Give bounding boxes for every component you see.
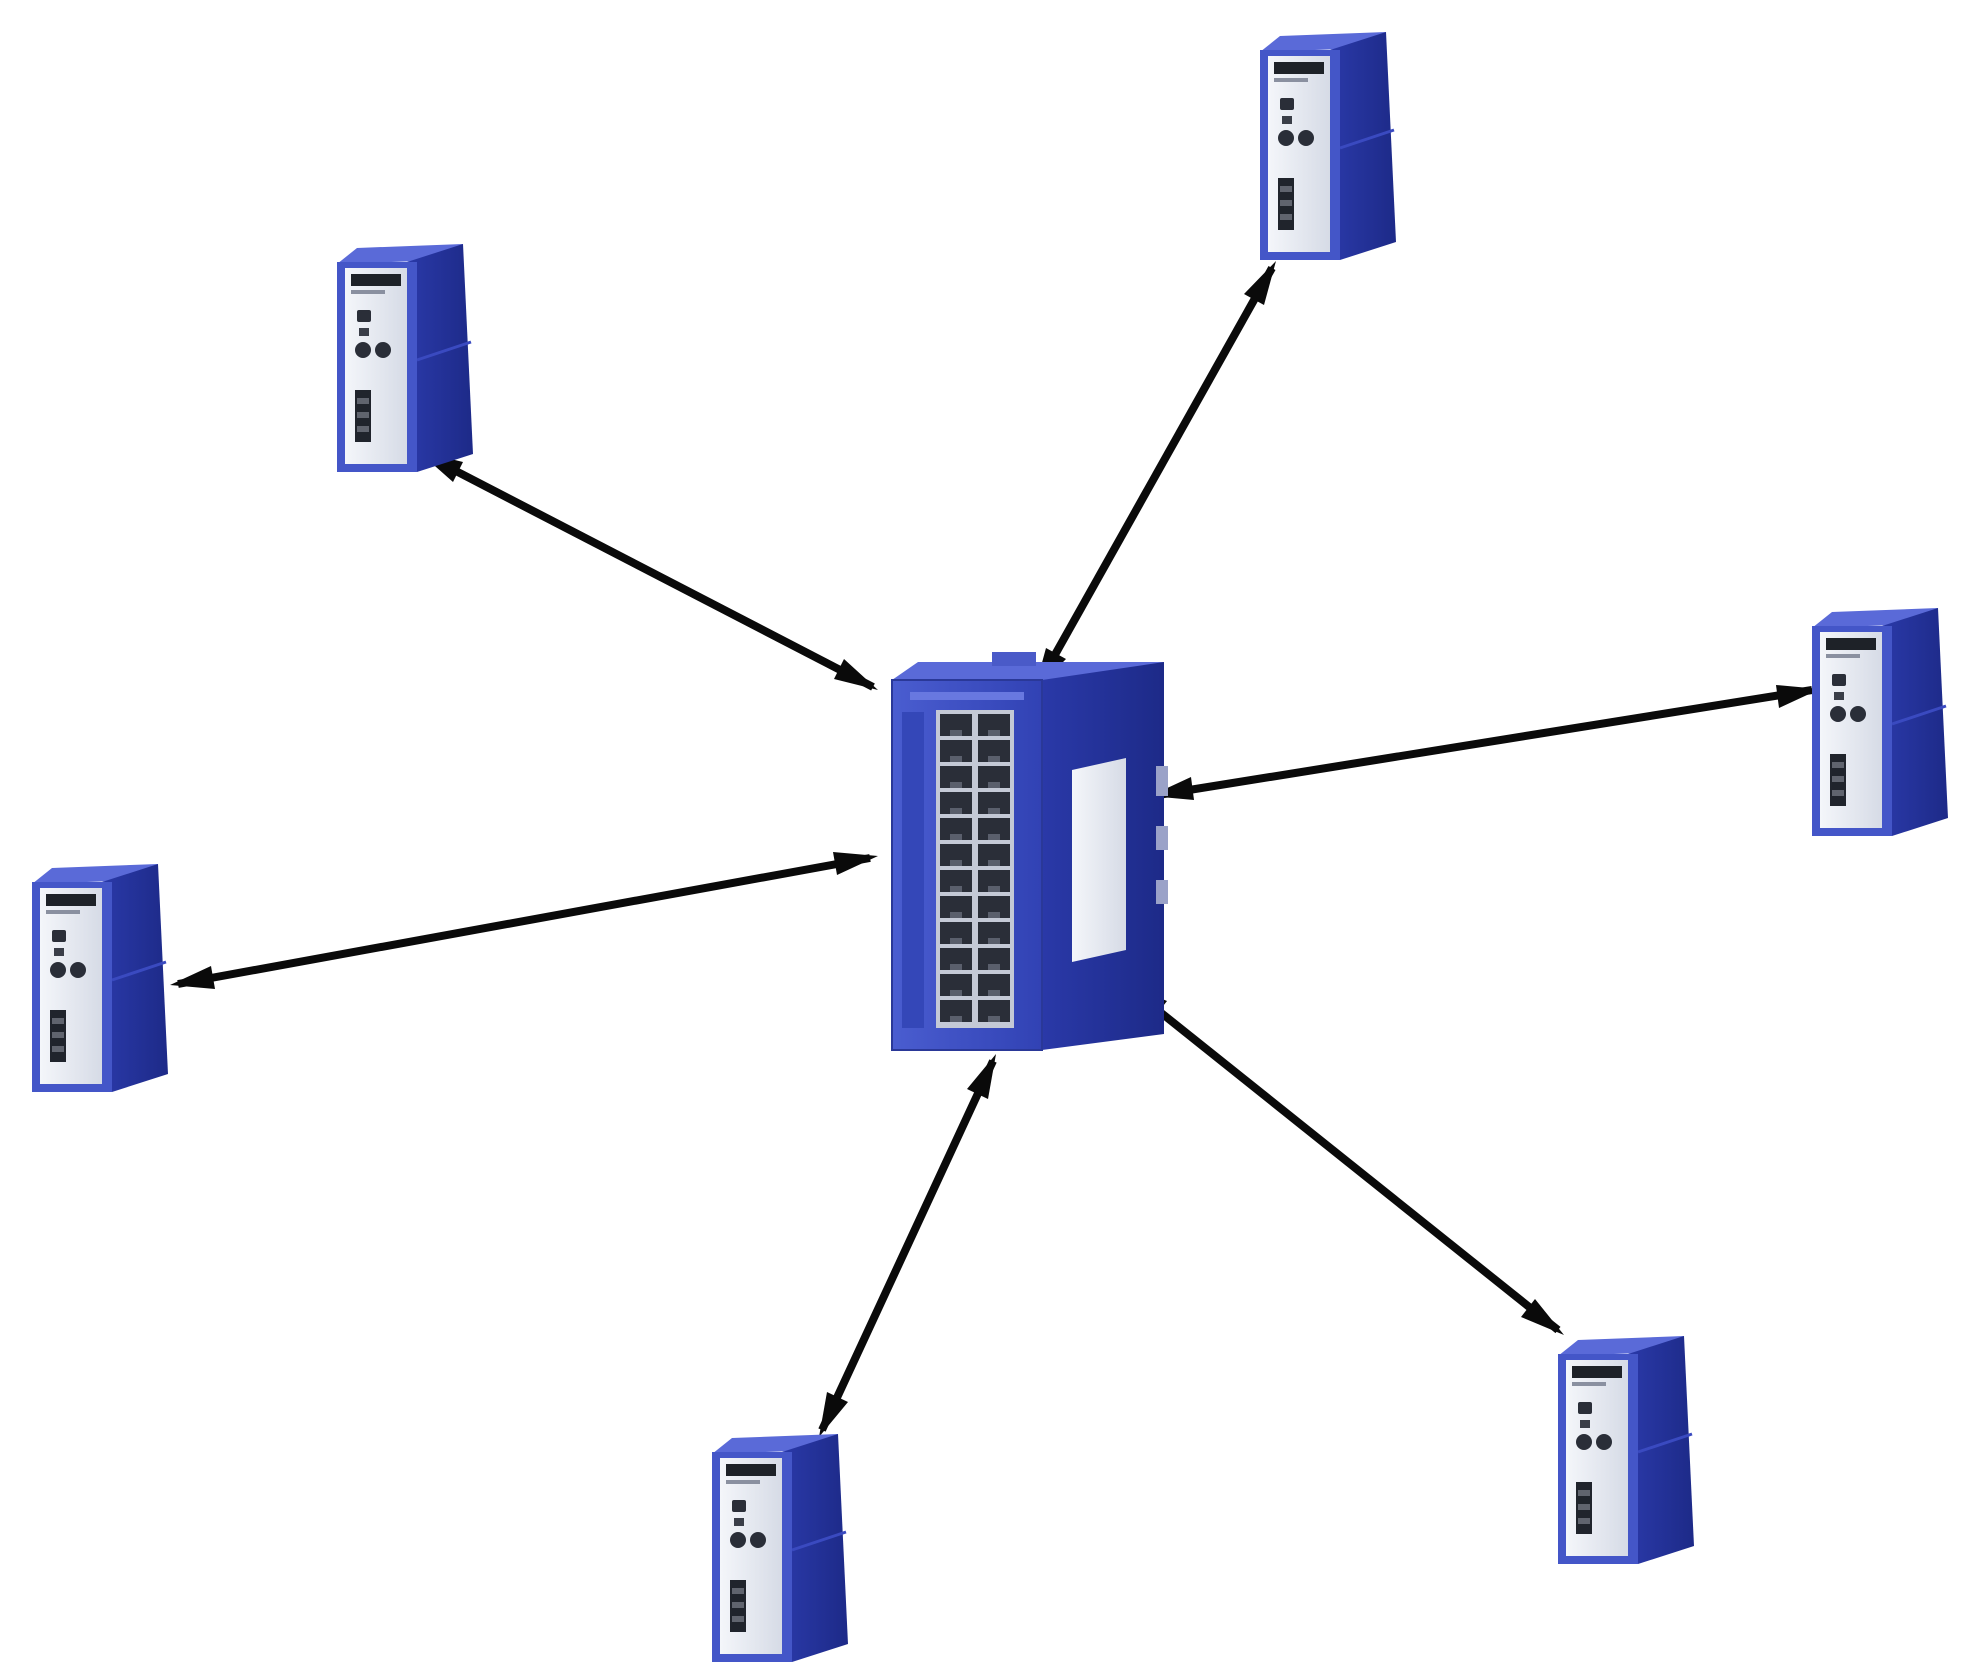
hub-port-latch xyxy=(988,964,1000,970)
node-3 xyxy=(1810,606,1950,838)
arrowhead-node-end xyxy=(1244,261,1276,305)
node-1 xyxy=(335,242,475,474)
hub-port-latch xyxy=(988,808,1000,814)
hub-port xyxy=(978,714,1010,736)
link-hub-node-5 xyxy=(818,1054,997,1437)
link-hub-node-3 xyxy=(1150,685,1820,800)
link-hub-node-2 xyxy=(1034,261,1276,692)
hub-port xyxy=(978,1000,1010,1022)
din-rail-switch-icon xyxy=(710,1432,850,1664)
hub-port-latch xyxy=(988,990,1000,996)
hub-port-latch xyxy=(988,912,1000,918)
link-line xyxy=(423,451,875,691)
hub-port-latch xyxy=(950,886,962,892)
hub-port-latch xyxy=(950,1016,962,1022)
hub-port xyxy=(978,870,1010,892)
din-rail-switch-icon xyxy=(335,242,475,474)
hub-port-latch xyxy=(950,808,962,814)
hub-port-latch xyxy=(988,834,1000,840)
link-hub-node-4 xyxy=(170,852,878,989)
hub-port xyxy=(978,818,1010,840)
hub-port-latch xyxy=(950,964,962,970)
node-6 xyxy=(1556,1334,1696,1566)
hub-port xyxy=(978,896,1010,918)
hub-port xyxy=(940,792,972,814)
node-5 xyxy=(710,1432,850,1664)
hub-port-latch xyxy=(950,834,962,840)
hub-port xyxy=(940,974,972,996)
link-hub-node-6 xyxy=(1124,983,1564,1335)
hub-port xyxy=(940,896,972,918)
hub-front-strip xyxy=(910,692,1024,700)
node-2 xyxy=(1258,30,1398,262)
link-line xyxy=(177,854,871,988)
link-line xyxy=(1127,984,1561,1334)
hub-port-latch xyxy=(950,756,962,762)
hub-port-latch xyxy=(988,756,1000,762)
arrowhead-node-end xyxy=(1776,685,1820,708)
link-line xyxy=(1157,686,1813,799)
hub-side-connector xyxy=(1156,826,1168,850)
hub-side-connector xyxy=(1156,880,1168,904)
hub-port xyxy=(940,948,972,970)
hub-port-latch xyxy=(950,990,962,996)
hub-port xyxy=(940,1000,972,1022)
arrowhead-hub-end xyxy=(834,659,878,690)
hub-port xyxy=(940,818,972,840)
din-rail-switch-icon xyxy=(1258,30,1398,262)
arrowhead-hub-end xyxy=(1521,1299,1564,1335)
hub-port xyxy=(978,844,1010,866)
hub-port xyxy=(940,740,972,762)
din-rail-switch-icon xyxy=(1810,606,1950,838)
hub-switch xyxy=(891,652,1168,1051)
hub-port xyxy=(940,922,972,944)
din-rail-switch-icon xyxy=(30,862,170,1094)
hub-led-column xyxy=(902,712,924,1028)
hub-port-latch xyxy=(950,782,962,788)
hub-ports xyxy=(940,714,1010,1022)
arrowhead-hub-end xyxy=(819,1392,848,1437)
hub-port-latch xyxy=(950,860,962,866)
hub-port-latch xyxy=(950,938,962,944)
arrowhead-node-end xyxy=(170,966,215,989)
hub-port-latch xyxy=(988,1016,1000,1022)
hub-port xyxy=(978,948,1010,970)
hub-port-latch xyxy=(988,730,1000,736)
hub-port xyxy=(940,714,972,736)
hub-port-latch xyxy=(988,938,1000,944)
link-line xyxy=(818,1059,997,1432)
arrowhead-hub-end xyxy=(833,852,878,875)
hub-port xyxy=(978,974,1010,996)
link-line xyxy=(1034,266,1276,687)
arrowhead-node-end xyxy=(967,1054,996,1099)
hub-port-latch xyxy=(988,886,1000,892)
node-4 xyxy=(30,862,170,1094)
din-rail-switch-icon xyxy=(1556,1334,1696,1566)
hub-port xyxy=(940,844,972,866)
hub-port xyxy=(940,870,972,892)
hub-side-label xyxy=(1072,758,1126,962)
hub-port xyxy=(978,766,1010,788)
hub-port xyxy=(940,766,972,788)
link-hub-node-1 xyxy=(418,451,878,691)
hub-port xyxy=(978,792,1010,814)
hub-port-latch xyxy=(988,782,1000,788)
hub-port-latch xyxy=(950,730,962,736)
hub-port xyxy=(978,740,1010,762)
hub-port-latch xyxy=(988,860,1000,866)
hub-port-latch xyxy=(950,912,962,918)
hub-port xyxy=(978,922,1010,944)
hub-top-clip xyxy=(992,652,1036,666)
hub-side-connector xyxy=(1156,766,1168,796)
